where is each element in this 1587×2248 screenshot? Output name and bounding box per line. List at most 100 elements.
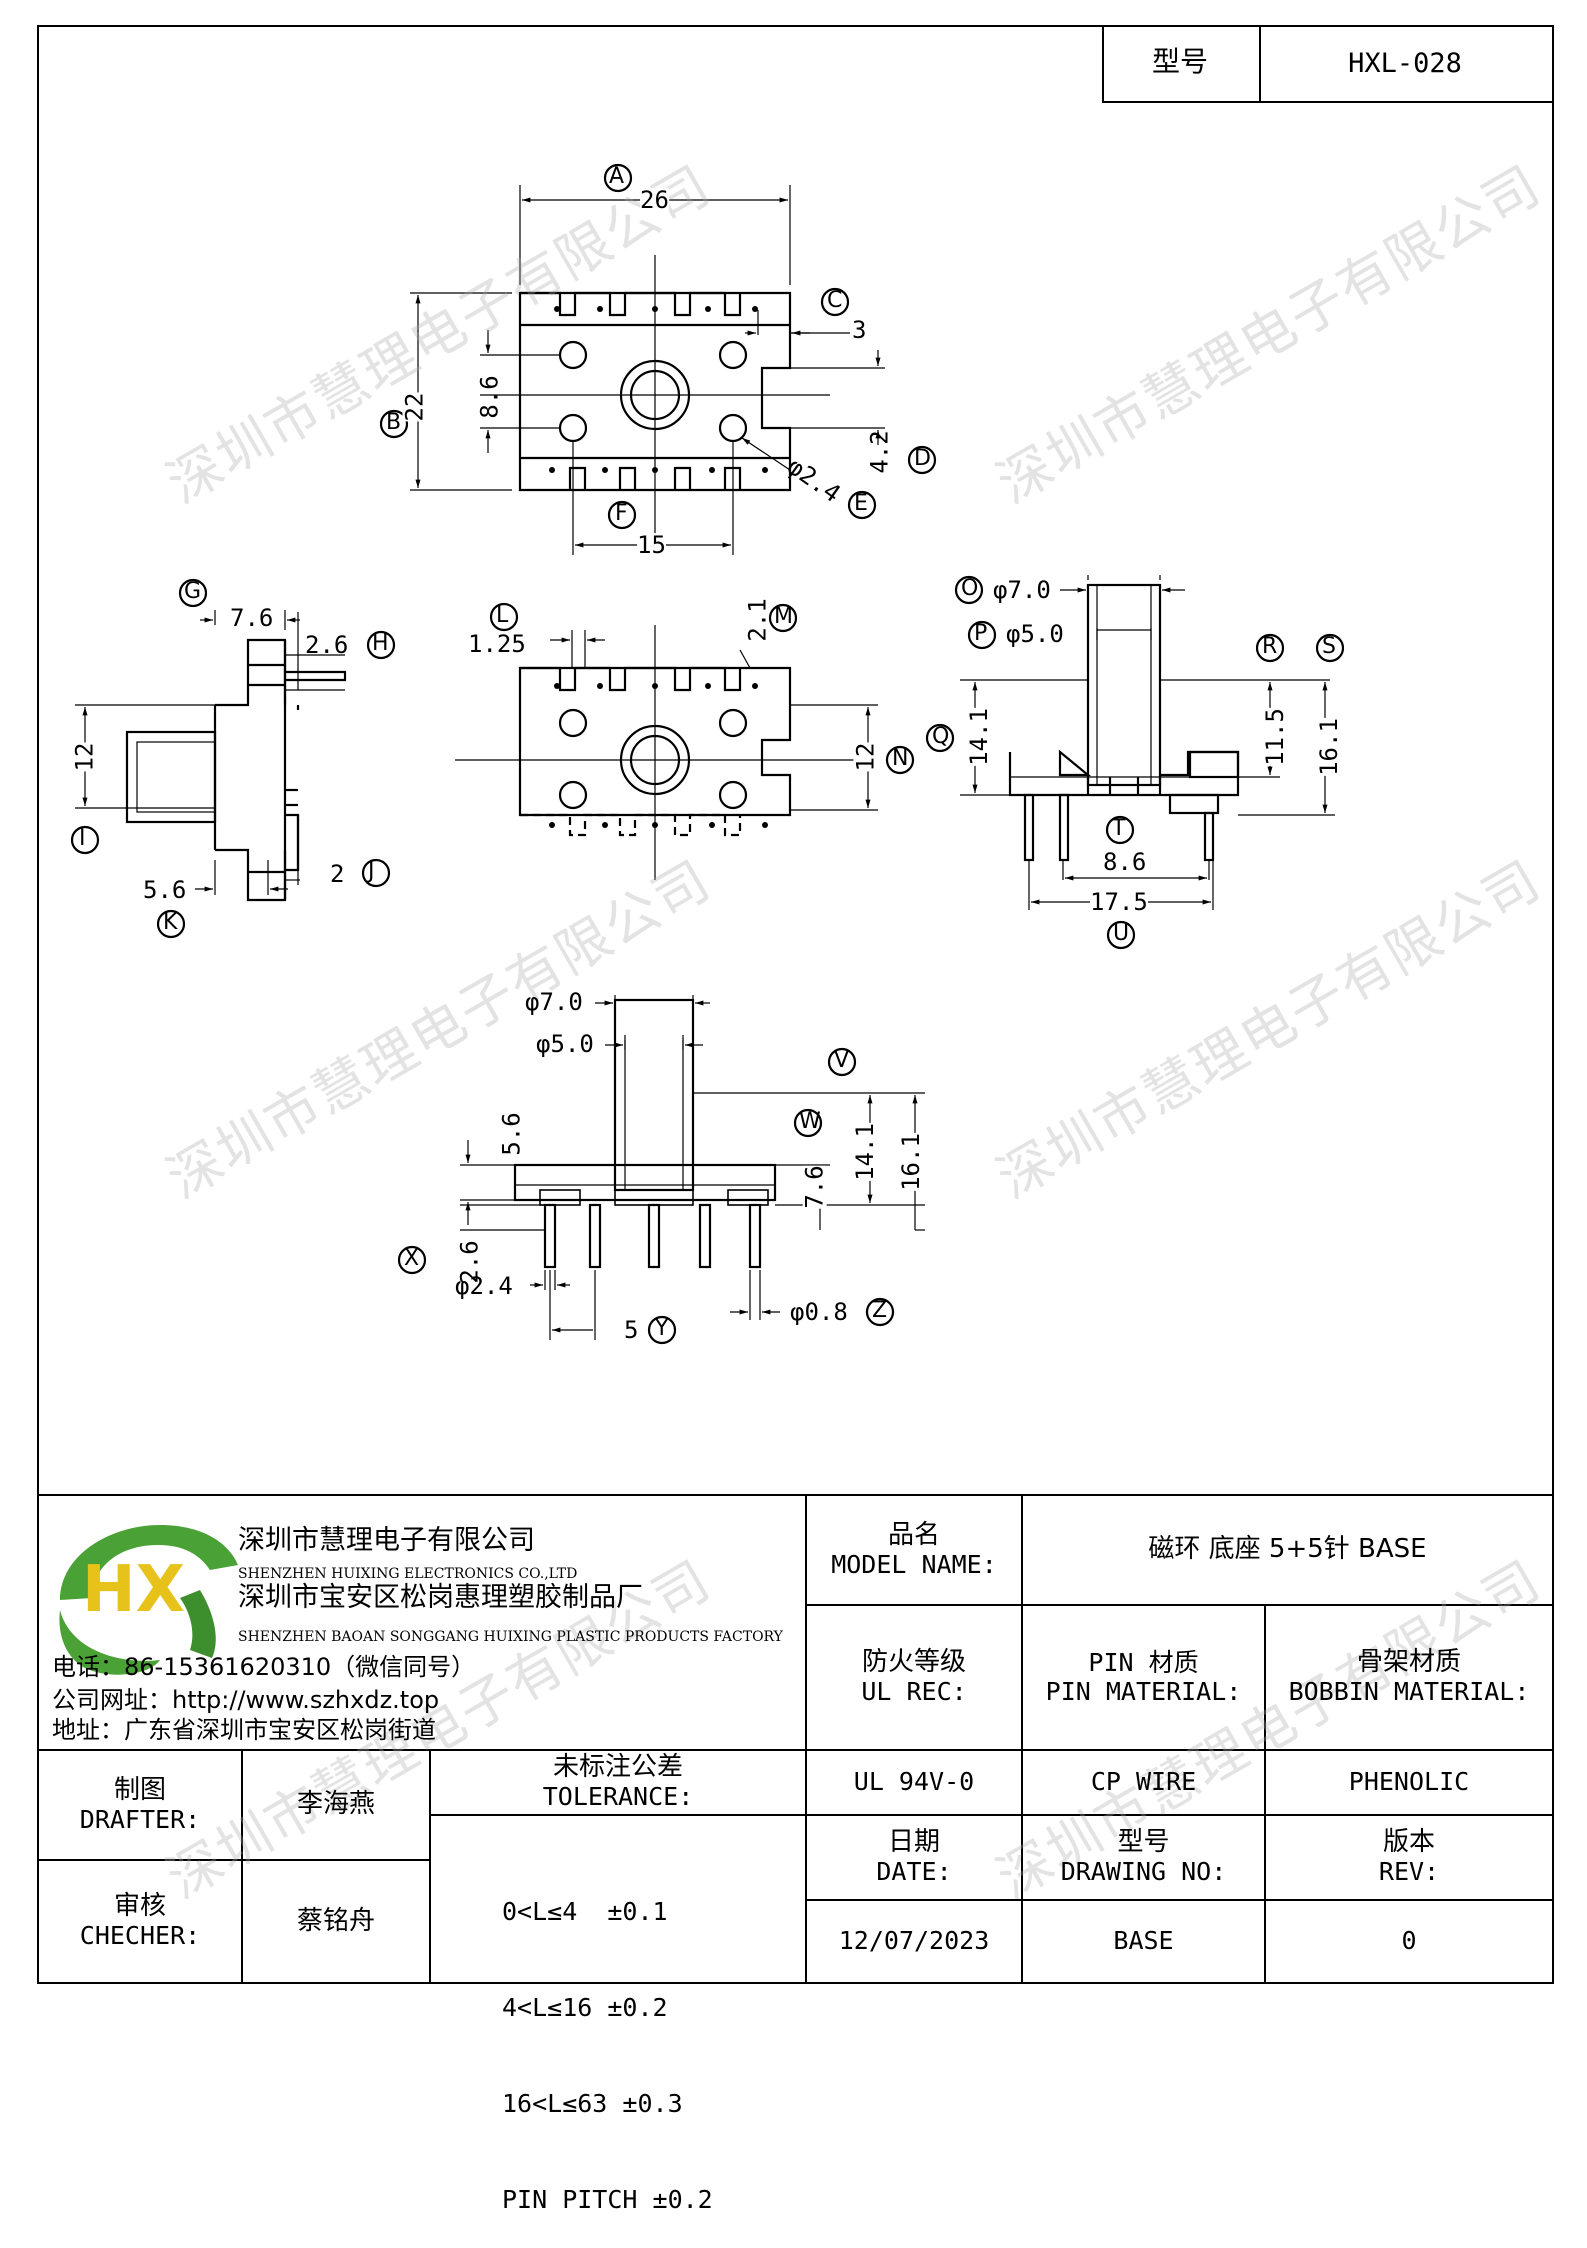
label-C: C xyxy=(827,288,843,313)
dim-phi-7-0-right: φ7.0 xyxy=(993,576,1051,604)
dim-5-bottom: 5 xyxy=(624,1316,639,1344)
dim-8-6: 8.6 xyxy=(475,375,504,419)
front-view-right xyxy=(925,575,1345,950)
bobbin-material-value: PHENOLIC xyxy=(1348,1767,1470,1797)
pin-material-value-cell: CP WIRE xyxy=(1022,1750,1265,1815)
dim-12-side: 12 xyxy=(70,742,99,772)
tolerance-header-cell: 未标注公差 TOLERANCE: xyxy=(430,1750,806,1815)
dim-phi-2-4-bottom: φ2.4 xyxy=(455,1272,513,1300)
dim-16-1-bottom: 16.1 xyxy=(896,1133,925,1191)
sheet-border xyxy=(37,25,1554,1984)
pin-material-cn: PIN 材质 xyxy=(1088,1647,1199,1677)
label-Y: Y xyxy=(655,1316,669,1341)
label-R: R xyxy=(1262,634,1278,659)
tolerance-list: 0<L≤4 ±0.1 4<L≤16 ±0.2 16<L≤63 ±0.3 PIN … xyxy=(502,1832,713,2248)
dim-17-5: 17.5 xyxy=(1090,888,1148,916)
label-L: L xyxy=(496,603,509,628)
label-T: T xyxy=(1112,816,1126,841)
drafter-cell: 制图 DRAFTER: xyxy=(38,1750,242,1860)
tolerance-row: 4<L≤16 ±0.2 xyxy=(502,1993,668,2022)
drawing-no-value-cell: BASE xyxy=(1022,1900,1265,1983)
tolerance-row: PIN PITCH ±0.2 xyxy=(502,2185,713,2214)
label-S: S xyxy=(1322,634,1336,659)
bobbin-material-en: BOBBIN MATERIAL: xyxy=(1288,1677,1530,1707)
bobbin-material-cell: 骨架材质 BOBBIN MATERIAL: xyxy=(1265,1605,1553,1750)
label-P: P xyxy=(974,621,988,646)
drawing-no-en: DRAWING NO: xyxy=(1060,1857,1227,1887)
dim-11-5: 11.5 xyxy=(1260,708,1289,766)
header-box xyxy=(1102,25,1554,103)
model-name-en: MODEL NAME: xyxy=(831,1549,997,1579)
model-name-value-cell: 磁环 底座 5+5针 BASE xyxy=(1022,1495,1553,1605)
checker-name: 蔡铭舟 xyxy=(296,1905,375,1936)
label-H: H xyxy=(372,631,389,656)
pin-material-cell: PIN 材质 PIN MATERIAL: xyxy=(1022,1605,1265,1750)
date-value-cell: 12/07/2023 xyxy=(806,1900,1022,1983)
company-address: 地址：广东省深圳市宝安区松岗街道 xyxy=(52,1716,436,1744)
top-view xyxy=(379,163,937,555)
label-Z: Z xyxy=(872,1298,888,1323)
label-Q: Q xyxy=(932,724,950,749)
ul-rec-en: UL REC: xyxy=(861,1677,967,1707)
dim-phi-0-8: φ0.8 xyxy=(790,1298,848,1326)
rev-en: REV: xyxy=(1378,1857,1440,1887)
header-model-label: 型号 xyxy=(1151,45,1208,78)
dim-4-2: 4.2 xyxy=(865,430,894,474)
factory-name-en: SHENZHEN BAOAN SONGGANG HUIXING PLASTIC … xyxy=(238,1629,783,1645)
bobbin-material-value-cell: PHENOLIC xyxy=(1265,1750,1553,1815)
checker-name-cell: 蔡铭舟 xyxy=(242,1860,430,1983)
label-X: X xyxy=(404,1246,420,1271)
model-name-cn: 品名 xyxy=(887,1519,940,1550)
dim-2-6: 2.6 xyxy=(305,631,349,659)
drafter-cn: 制图 xyxy=(113,1774,166,1805)
label-V: V xyxy=(834,1048,850,1073)
dim-1-25: 1.25 xyxy=(468,630,526,658)
dim-5-6-side: 5.6 xyxy=(143,876,187,904)
dim-16-1-right: 16.1 xyxy=(1314,718,1343,776)
label-M: M xyxy=(774,604,793,629)
dim-phi-5-0-right: φ5.0 xyxy=(1006,620,1064,648)
rev-cn: 版本 xyxy=(1382,1827,1435,1858)
dim-5-6-bottom: 5.6 xyxy=(497,1112,526,1156)
bobbin-material-cn: 骨架材质 xyxy=(1356,1647,1461,1678)
date-cn: 日期 xyxy=(887,1827,940,1858)
company-website: 公司网址：http://www.szhxdz.top xyxy=(52,1686,440,1714)
dim-phi-5-0-bottom: φ5.0 xyxy=(536,1030,594,1058)
ul-rec-cell: 防火等级 UL REC: xyxy=(806,1605,1022,1750)
label-F: F xyxy=(615,501,628,526)
logo-text: HX xyxy=(82,1553,185,1627)
dim-3: 3 xyxy=(852,316,867,344)
company-phone: 电话：86-15361620310（微信同号） xyxy=(52,1653,476,1681)
drawing-no-label-cell: 型号 DRAWING NO: xyxy=(1022,1815,1265,1900)
dim-26: 26 xyxy=(640,186,669,214)
dim-2-side: 2 xyxy=(330,860,345,888)
bottom-view xyxy=(455,602,915,880)
rev-label-cell: 版本 REV: xyxy=(1265,1815,1553,1900)
dim-14-1-bottom: 14.1 xyxy=(850,1123,879,1181)
dim-7-6-bottom: 7.6 xyxy=(800,1165,829,1209)
tolerance-row: 0<L≤4 ±0.1 xyxy=(502,1897,668,1926)
dim-12-bottom: 12 xyxy=(851,742,880,772)
checker-en: CHECHER: xyxy=(79,1921,201,1951)
dim-15: 15 xyxy=(637,531,666,559)
drafter-name-cell: 李海燕 xyxy=(242,1750,430,1860)
label-D: D xyxy=(914,446,931,471)
factory-name-cn: 深圳市宝安区松岗惠理塑胶制品厂 xyxy=(238,1582,643,1613)
dim-phi-7-0-bottom: φ7.0 xyxy=(525,988,583,1016)
title-block-grid xyxy=(38,1494,1553,1983)
label-E: E xyxy=(854,491,868,516)
dim-14-1-right: 14.1 xyxy=(964,708,993,766)
tolerance-cn: 未标注公差 xyxy=(552,1752,683,1783)
drawing-sheet xyxy=(37,25,1554,1984)
label-B: B xyxy=(386,410,402,435)
dim-8-6-right: 8.6 xyxy=(1103,848,1147,876)
rev-value: 0 xyxy=(1401,1926,1417,1956)
date-en: DATE: xyxy=(876,1857,952,1887)
drawing-no-value: BASE xyxy=(1113,1926,1174,1956)
pin-material-value: CP WIRE xyxy=(1090,1767,1197,1797)
dim-2-1: 2.1 xyxy=(743,598,772,642)
company-name-cn: 深圳市慧理电子有限公司 xyxy=(238,1525,535,1556)
ul-value-cell: UL 94V-0 xyxy=(806,1750,1022,1815)
drafter-name: 李海燕 xyxy=(296,1789,375,1820)
tolerance-en: TOLERANCE: xyxy=(542,1782,694,1812)
